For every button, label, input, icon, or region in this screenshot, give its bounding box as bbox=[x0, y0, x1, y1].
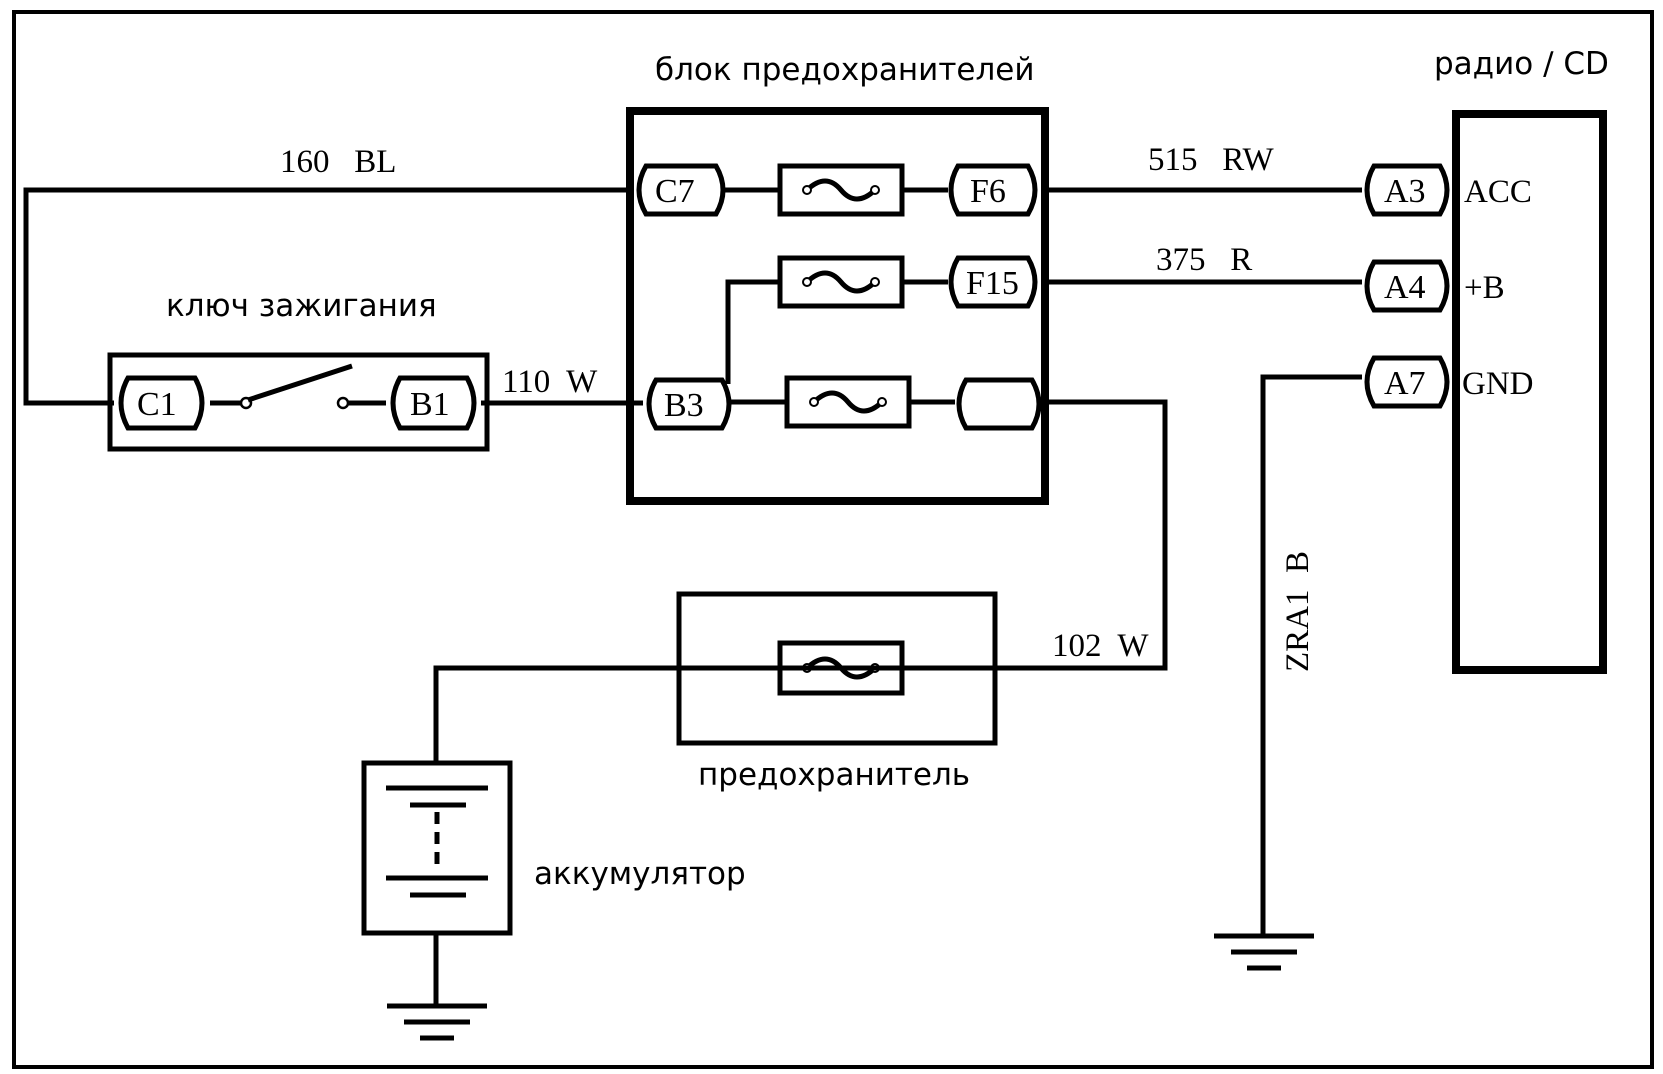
pin-f15: F15 bbox=[948, 255, 1038, 309]
pin-c1: C1 bbox=[118, 375, 205, 431]
radio-unit bbox=[1452, 110, 1607, 674]
svg-text:A3: A3 bbox=[1384, 173, 1426, 210]
svg-text:B1: B1 bbox=[410, 386, 450, 423]
radio-label: радио / CD bbox=[1434, 46, 1609, 82]
wire-label-102: 102 W bbox=[1052, 628, 1149, 664]
fuse-block bbox=[626, 107, 1049, 505]
svg-text:B3: B3 bbox=[664, 387, 704, 424]
pin-a7: A7 bbox=[1364, 355, 1450, 409]
wire-102-w bbox=[995, 399, 1168, 671]
fuse-b3-f15 bbox=[725, 255, 948, 384]
terminal-plus-b: +B bbox=[1464, 270, 1505, 306]
svg-text:F15: F15 bbox=[966, 265, 1019, 302]
svg-text:A7: A7 bbox=[1384, 365, 1426, 402]
wire-battery-feed bbox=[433, 665, 995, 763]
fuse-block-label: блок предохранителей bbox=[655, 52, 1035, 88]
svg-text:A4: A4 bbox=[1384, 269, 1426, 306]
pin-b3: B3 bbox=[646, 377, 732, 431]
svg-text:F6: F6 bbox=[970, 173, 1006, 210]
pin-b1: B1 bbox=[390, 375, 477, 431]
terminal-acc: ACC bbox=[1464, 174, 1532, 210]
fuse-c7-f6 bbox=[724, 163, 948, 217]
wire-label-375: 375 R bbox=[1156, 242, 1252, 278]
switch-contact bbox=[210, 363, 386, 410]
wire-label-zra1: ZRA1 B bbox=[1280, 551, 1316, 672]
pin-unlabeled bbox=[956, 377, 1042, 431]
svg-text:C7: C7 bbox=[655, 173, 695, 210]
svg-text:C1: C1 bbox=[137, 386, 177, 423]
wire-zra1-b bbox=[1260, 374, 1362, 936]
battery-label: аккумулятор bbox=[534, 856, 746, 892]
outer-frame bbox=[12, 10, 1654, 1069]
terminal-gnd: GND bbox=[1462, 366, 1534, 402]
wire-160-bl bbox=[23, 187, 632, 406]
pin-a3: A3 bbox=[1364, 163, 1450, 217]
ground-icon-battery bbox=[387, 1003, 487, 1041]
wire-label-160: 160 BL bbox=[280, 144, 396, 180]
pin-f6: F6 bbox=[948, 163, 1038, 217]
wire-label-110: 110 W bbox=[502, 364, 598, 400]
ignition-label: ключ зажигания bbox=[166, 288, 437, 324]
wire-label-515: 515 RW bbox=[1148, 142, 1274, 178]
pin-c7: C7 bbox=[636, 163, 726, 217]
main-fuse-label: предохранитель bbox=[698, 757, 970, 793]
ground-icon-radio bbox=[1214, 933, 1314, 971]
pin-a4: A4 bbox=[1364, 259, 1450, 313]
battery-symbol bbox=[386, 785, 488, 898]
fuse-b3-out bbox=[730, 375, 955, 429]
